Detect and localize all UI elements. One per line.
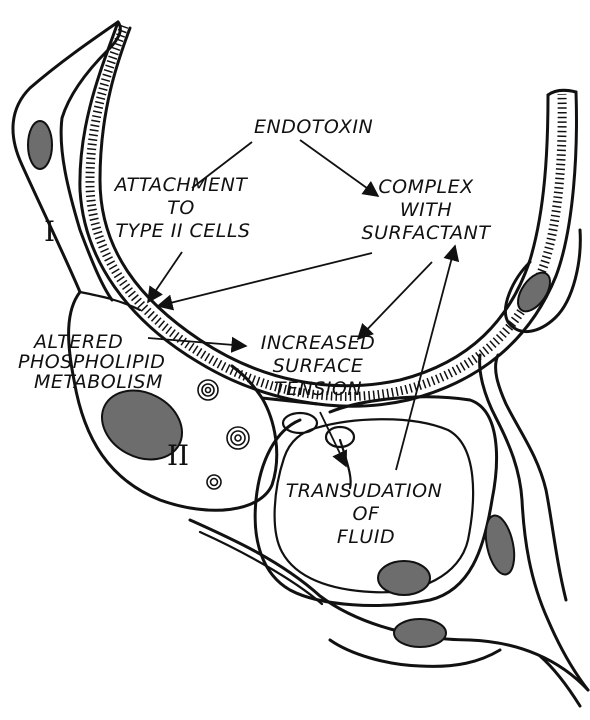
label-attachment: ATTACHMENT TO TYPE II CELLS (113, 174, 251, 242)
svg-text:COMPLEX: COMPLEX (378, 176, 474, 198)
svg-text:PHOSPHOLIPID: PHOSPHOLIPID (18, 351, 165, 373)
right-wall-cell (505, 230, 580, 332)
bottom-nucleus (394, 619, 446, 647)
type-one-nucleus (28, 121, 52, 169)
svg-text:FLUID: FLUID (337, 526, 395, 548)
interstitial-nucleus (481, 513, 519, 577)
lamellar-body-2 (227, 427, 249, 449)
svg-text:WITH: WITH (400, 199, 452, 221)
label-endotoxin: ENDOTOXIN (254, 116, 373, 138)
arrow-increased-to-transudation (320, 412, 346, 466)
label-altered: ALTERED PHOSPHOLIPID METABOLISM (18, 331, 165, 393)
svg-text:METABOLISM: METABOLISM (34, 371, 163, 393)
interstitial-cell (480, 355, 588, 690)
lamellar-body-3 (207, 475, 221, 489)
arrow-complex-to-increased (358, 262, 432, 339)
capillary-nucleus (378, 561, 430, 595)
arrow-transudation-to-complex (396, 246, 455, 470)
svg-text:OF: OF (353, 503, 380, 525)
endothelial-cell-small (283, 413, 317, 433)
arrow-complex-to-wall (158, 253, 372, 306)
svg-text:SURFACTANT: SURFACTANT (362, 222, 492, 244)
label-complex: COMPLEX WITH SURFACTANT (362, 176, 492, 244)
svg-text:ALTERED: ALTERED (32, 331, 123, 353)
svg-text:TRANSUDATION: TRANSUDATION (286, 480, 443, 502)
svg-text:TENSION: TENSION (274, 378, 362, 400)
label-increased: INCREASED SURFACE TENSION (261, 332, 375, 400)
arrow-attachment-to-wall (148, 252, 182, 302)
label-type-one: I (44, 215, 55, 248)
label-type-two: II (167, 439, 189, 472)
type-two-cell (69, 292, 277, 510)
arrow-endotoxin-to-complex (300, 140, 378, 196)
svg-text:INCREASED: INCREASED (261, 332, 375, 354)
svg-text:ATTACHMENT: ATTACHMENT (113, 174, 249, 196)
label-transudation: TRANSUDATION OF FLUID (286, 480, 443, 548)
svg-text:SURFACE: SURFACE (273, 355, 364, 377)
svg-text:TO: TO (167, 197, 195, 219)
lamellar-body-1 (198, 380, 218, 400)
capillary-cell-small (326, 427, 354, 447)
svg-text:TYPE II CELLS: TYPE II CELLS (116, 220, 251, 242)
